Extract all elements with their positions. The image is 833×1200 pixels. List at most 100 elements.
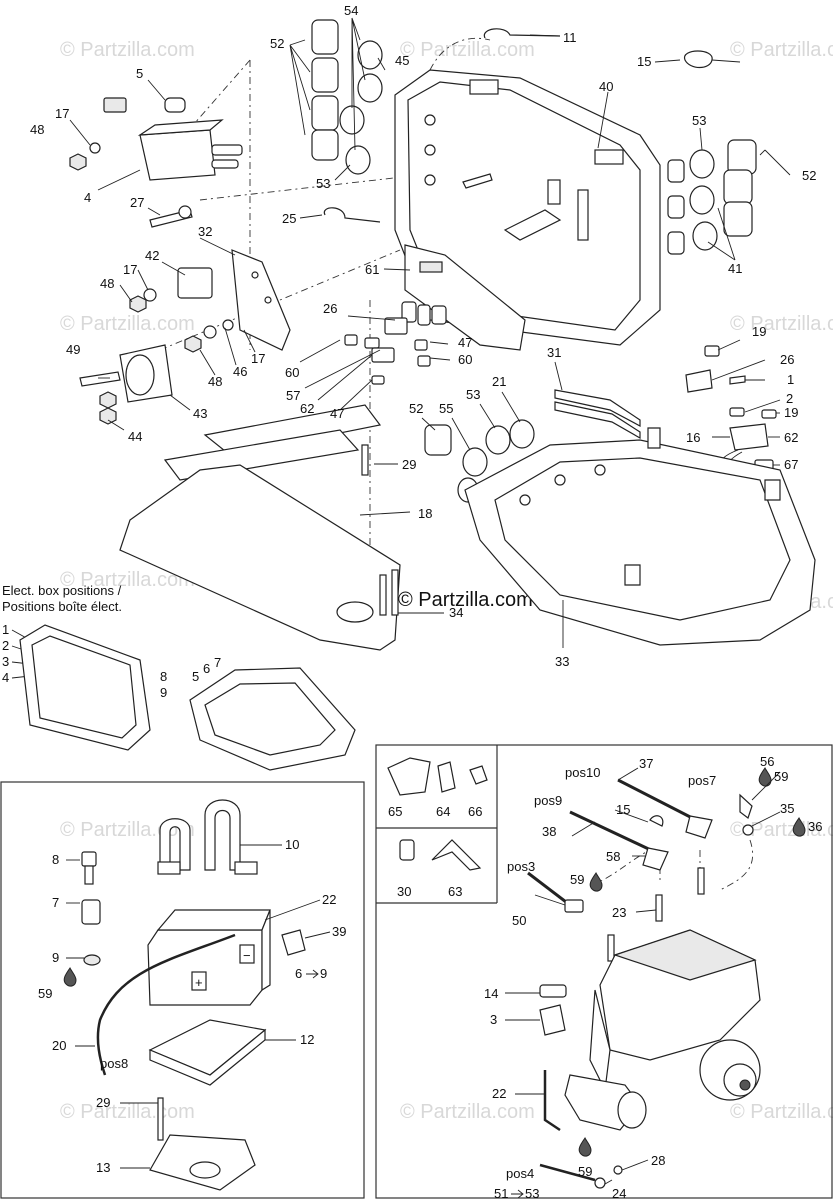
callout-53: 53 <box>525 1186 539 1200</box>
callout-35: 35 <box>780 801 794 816</box>
callout-3: 3 <box>490 1012 497 1027</box>
callout-64: 64 <box>436 804 450 819</box>
callout-42: 42 <box>145 248 159 263</box>
callout-22: 22 <box>492 1086 506 1101</box>
oil-drop-icon <box>578 1137 592 1157</box>
position-number: 8 <box>160 669 167 684</box>
callout-59: 59 <box>578 1164 592 1179</box>
position-number: 7 <box>214 655 221 670</box>
grommets-middle <box>424 419 535 503</box>
callout-56: 56 <box>760 754 774 769</box>
callout-61: 61 <box>365 262 379 277</box>
callout-52: 52 <box>409 401 423 416</box>
connector-plug <box>103 97 127 113</box>
callout-38: 38 <box>542 824 556 839</box>
callout-37: 37 <box>639 756 653 771</box>
callout-45: 45 <box>395 53 409 68</box>
callout-50: 50 <box>512 913 526 928</box>
callout-49: 49 <box>66 342 80 357</box>
battery-plus-mark: + <box>195 975 203 990</box>
center-watermark: © Partzilla.com <box>398 589 533 611</box>
relay-body <box>139 129 216 181</box>
starter-solenoid <box>79 344 173 425</box>
callout-23: 23 <box>612 905 626 920</box>
wire-clip <box>554 389 641 440</box>
callout-62: 62 <box>300 401 314 416</box>
callout-24: 24 <box>612 1186 626 1200</box>
callout-4: 4 <box>84 190 91 205</box>
callout-20: 20 <box>52 1038 66 1053</box>
callout-60: 60 <box>285 365 299 380</box>
callout-17: 17 <box>55 106 69 121</box>
watermark: © Partzilla.com <box>730 313 833 335</box>
grommets-right <box>689 139 757 251</box>
callout-31: 31 <box>547 345 561 360</box>
callout-52: 52 <box>270 36 284 51</box>
callout-26: 26 <box>780 352 794 367</box>
pos7-label: pos7 <box>688 773 716 788</box>
watermark: © Partzilla.com <box>60 569 195 591</box>
spacer <box>164 97 186 113</box>
callout-15: 15 <box>637 54 651 69</box>
callout-7: 7 <box>52 895 59 910</box>
position-number: 1 <box>2 622 9 637</box>
position-number: 3 <box>2 654 9 669</box>
callout-66: 66 <box>468 804 482 819</box>
callout-55: 55 <box>439 401 453 416</box>
pos9-label: pos9 <box>534 793 562 808</box>
callout-57: 57 <box>286 388 300 403</box>
callout-59: 59 <box>570 872 584 887</box>
oil-drop-icons <box>63 767 806 1157</box>
bracket-assembly <box>129 249 291 353</box>
callout-48: 48 <box>100 276 114 291</box>
callout-29: 29 <box>402 457 416 472</box>
callout-58: 58 <box>606 849 620 864</box>
engine <box>539 929 761 1189</box>
callout-67: 67 <box>784 457 798 472</box>
callout-2: 2 <box>786 391 793 406</box>
callout-54: 54 <box>344 3 358 18</box>
positions-caption-line2: Positions boîte élect. <box>2 599 122 614</box>
callout-51: 51 <box>494 1186 508 1200</box>
arrow-right-icon <box>306 969 319 979</box>
callout-29: 29 <box>96 1095 110 1110</box>
ignition-wires <box>527 778 754 962</box>
callout-19: 19 <box>784 405 798 420</box>
callout-27: 27 <box>130 195 144 210</box>
callout-34: 34 <box>449 605 463 620</box>
callout-1: 1 <box>787 372 794 387</box>
pos3-label: pos3 <box>507 859 535 874</box>
callout-17: 17 <box>251 351 265 366</box>
callout-65: 65 <box>388 804 402 819</box>
callout-53: 53 <box>466 387 480 402</box>
washer <box>89 142 101 154</box>
oil-drop-icon <box>63 967 77 987</box>
callout-47: 47 <box>330 406 344 421</box>
oil-drop-icon <box>758 767 772 787</box>
callout-48: 48 <box>208 374 222 389</box>
leader-lines <box>66 17 791 1185</box>
callout-22: 22 <box>322 892 336 907</box>
pos8-label: pos8 <box>100 1056 128 1071</box>
callout-39: 39 <box>332 924 346 939</box>
callout-62: 62 <box>784 430 798 445</box>
arrow-right-icon <box>511 1189 524 1199</box>
positions-caption-line1: Elect. box positions / <box>2 583 122 598</box>
callout-59: 59 <box>38 986 52 1001</box>
relay-assembly <box>69 97 243 228</box>
callout-12: 12 <box>300 1032 314 1047</box>
watermark: © Partzilla.com <box>60 39 195 61</box>
watermark: © Partzilla.com <box>60 1101 195 1123</box>
callout-43: 43 <box>193 406 207 421</box>
callout-32: 32 <box>198 224 212 239</box>
callout-21: 21 <box>492 374 506 389</box>
pos4-label: pos4 <box>506 1166 534 1181</box>
callout-26: 26 <box>323 301 337 316</box>
watermark: © Partzilla.com <box>400 1101 535 1123</box>
position-number: 2 <box>2 638 9 653</box>
callout-28: 28 <box>651 1153 665 1168</box>
position-number: 9 <box>160 685 167 700</box>
callout-60: 60 <box>458 352 472 367</box>
callout-6: 6 <box>295 966 302 981</box>
